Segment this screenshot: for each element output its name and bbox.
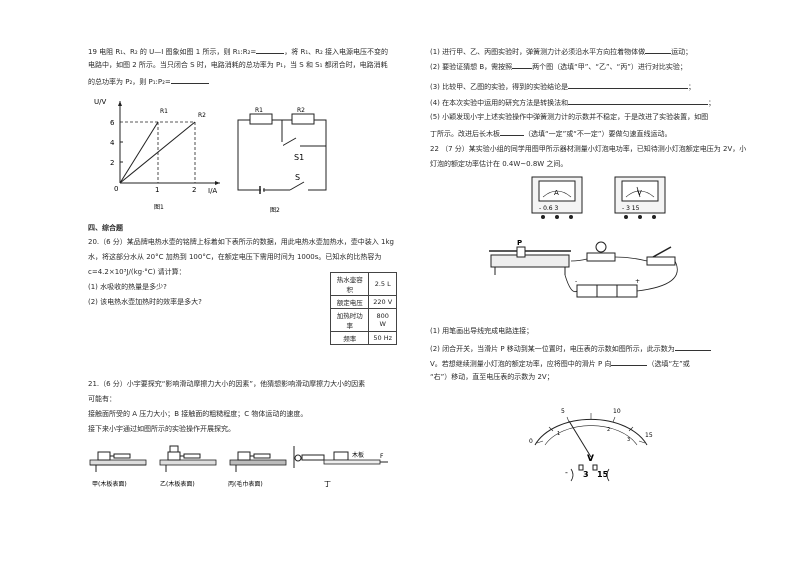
rheostat: P xyxy=(489,239,571,275)
y-tick: 4 xyxy=(110,139,115,147)
y-tick: 2 xyxy=(110,159,114,167)
q20-line1: 20.（6 分）某品牌电热水壶的铭牌上标着如下表所示的数据，用此电热水壶加热水，… xyxy=(88,238,394,246)
q22-line2: 灯泡的额定功率估计在 0.4W~0.8W 之间。 xyxy=(430,160,568,168)
q22-p2d: “右”）移动，直至电压表的示数为 2V； xyxy=(430,373,554,381)
terminal-3: 3 xyxy=(583,470,589,479)
caption-ding: 丁 xyxy=(324,480,331,488)
scale-10: 10 xyxy=(613,408,621,415)
r-item1: (1) 进行甲、乙、丙图实验时，弹簧测力计必须沿水平方向拉着物体做运动； xyxy=(430,48,693,56)
caption-yi: 乙(木板表面) xyxy=(160,480,195,488)
table-cell: 800 W xyxy=(368,308,397,332)
switch xyxy=(646,246,676,266)
meter-symbol: V xyxy=(587,454,594,464)
q19-circuit: R1 R2 S1 S 图2 xyxy=(237,107,327,214)
inner-1: 1 xyxy=(557,431,560,437)
q20-line3: c=4.2×10³J/(kg·°C) 请计算： xyxy=(88,268,186,276)
svg-text:+: + xyxy=(635,278,640,285)
ammeter: A - 0.6 3 xyxy=(531,176,583,219)
ammeter-symbol: A xyxy=(554,189,559,197)
q22-p1: (1) 用笔画出导线完成电路连接； xyxy=(430,327,534,335)
r-item5: (5) 小颖发现小宇上述实验操作中弹簧测力计的示数并不稳定，于是改进了实验装置，… xyxy=(430,113,709,121)
r-item5b: 丁所示。改进后长木板（选填“一定”或“不一定”）要做匀速直线运动。 xyxy=(430,130,672,138)
bulb xyxy=(586,241,616,262)
q19-line3: 的总功率为 P₂，则 P₁:P₂= xyxy=(88,76,209,87)
caption-jia: 甲(木板表面) xyxy=(92,480,127,488)
q21-friction-figures: 木板 F 甲(木板表面) 乙(木板表面) 丙(毛巾表面) 丁 xyxy=(89,445,388,488)
svg-text:-: - xyxy=(575,278,577,285)
voltmeter: V - 3 15 xyxy=(614,176,666,219)
q19-ui-graph: U/V I/A 0 6 4 2 1 2 R1 R2 图1 xyxy=(94,98,220,211)
q22-apparatus: A - 0.6 3 V - 3 15 P xyxy=(489,176,678,298)
voltmeter-symbol: V xyxy=(637,189,642,197)
battery: - + xyxy=(575,278,640,298)
scale-5: 5 xyxy=(561,408,565,415)
table-cell: 频率 xyxy=(329,331,370,345)
scale-origin: 0 xyxy=(529,438,533,445)
section-4-title: 四、综合题 xyxy=(88,224,123,232)
q22-p2b: V。若想继续测量小灯泡的额定功率，应将图中的滑片 P 向（选填“左”或 xyxy=(430,360,690,368)
circuit-label-r2: R2 xyxy=(297,107,305,114)
q21-line4: 接下来小宇通过如图所示的实验操作开展探究。 xyxy=(88,425,235,433)
x-tick: 2 xyxy=(192,186,196,194)
x-tick: 1 xyxy=(155,186,159,194)
inner-2: 2 xyxy=(607,427,610,433)
terminal-minus: - xyxy=(565,468,568,477)
table-cell: 额定电压 xyxy=(329,295,370,309)
circuit-label-r1: R1 xyxy=(255,107,263,114)
board-label: 木板 xyxy=(352,451,364,459)
r-item4: (4) 在本次实验中运用的研究方法是转换法和； xyxy=(430,99,716,107)
q21-line1: 21.（6 分）小宇要探究“影响滑动摩擦力大小的因素”，他猜想影响滑动摩擦力大小… xyxy=(88,380,366,388)
circuit-caption: 图2 xyxy=(270,207,280,214)
inner-3: 3 xyxy=(627,437,630,443)
voltmeter-terminals: - 3 15 xyxy=(622,205,640,212)
q20-line2: 水，将这部分水从 20°C 加热到 100°C，在额定电压下需用时间为 1000… xyxy=(88,253,382,261)
circuit-label-s1: S1 xyxy=(294,153,304,162)
q19-line1: 19 电阻 R₁、R₂ 的 U—I 图象如图 1 所示，则 R₁:R₂=，将 R… xyxy=(88,48,389,56)
q20-item2: (2) 该电热水壶加热时的效率是多大? xyxy=(88,298,202,306)
x-axis-label: I/A xyxy=(208,187,217,195)
r-item3: (3) 比较甲、乙图的实验，得到的实验结论是； xyxy=(430,83,696,91)
origin-label: 0 xyxy=(114,185,118,193)
table-cell: 220 V xyxy=(368,295,397,309)
graph-caption: 图1 xyxy=(154,204,164,211)
table-cell: 热水壶容积 xyxy=(329,272,370,296)
q19-line2: 电路中，如图 2 所示。当只闭合 S 时，电路消耗的总功率为 P₁，当 S 和 … xyxy=(88,61,388,69)
q22-p2: (2) 闭合开关，当滑片 P 移动到某一位置时，电压表的示数如图所示，此示数为 xyxy=(430,343,711,354)
voltmeter-dial: 0 5 10 15 1 2 3 V - 3 15 xyxy=(529,408,653,482)
scale-15: 15 xyxy=(645,432,653,439)
table-cell: 2.5 L xyxy=(368,272,397,296)
y-tick: 6 xyxy=(110,119,115,127)
caption-bing: 丙(毛巾表面) xyxy=(228,480,263,488)
terminal-15: 15 xyxy=(597,470,609,479)
ammeter-terminals: - 0.6 3 xyxy=(539,205,559,212)
q22-line1: 22 （7 分）某实验小组的同学用图甲所示器材测量小灯泡电功率，已知待测小灯泡额… xyxy=(430,145,747,153)
table-cell: 加热时功率 xyxy=(329,308,370,332)
slider-label: P xyxy=(517,239,522,247)
circuit-label-s: S xyxy=(295,173,300,182)
q21-line2: 可能有： xyxy=(88,395,116,403)
q20-item1: (1) 水吸收的热量是多少? xyxy=(88,283,167,291)
table-cell: 50 Hz xyxy=(368,331,397,345)
line-label-r2: R2 xyxy=(198,112,206,119)
q21-line3: 接触面所受的 A 压力大小；B 接触面的粗糙程度；C 物体运动的速度。 xyxy=(88,410,308,418)
r-item2: (2) 要验证猜想 B，需按照两个图（选填“甲”、“乙”、“丙”）进行对比实验； xyxy=(430,63,687,71)
force-label: F xyxy=(380,453,384,460)
line-label-r1: R1 xyxy=(160,108,168,115)
y-axis-label: U/V xyxy=(94,98,106,106)
